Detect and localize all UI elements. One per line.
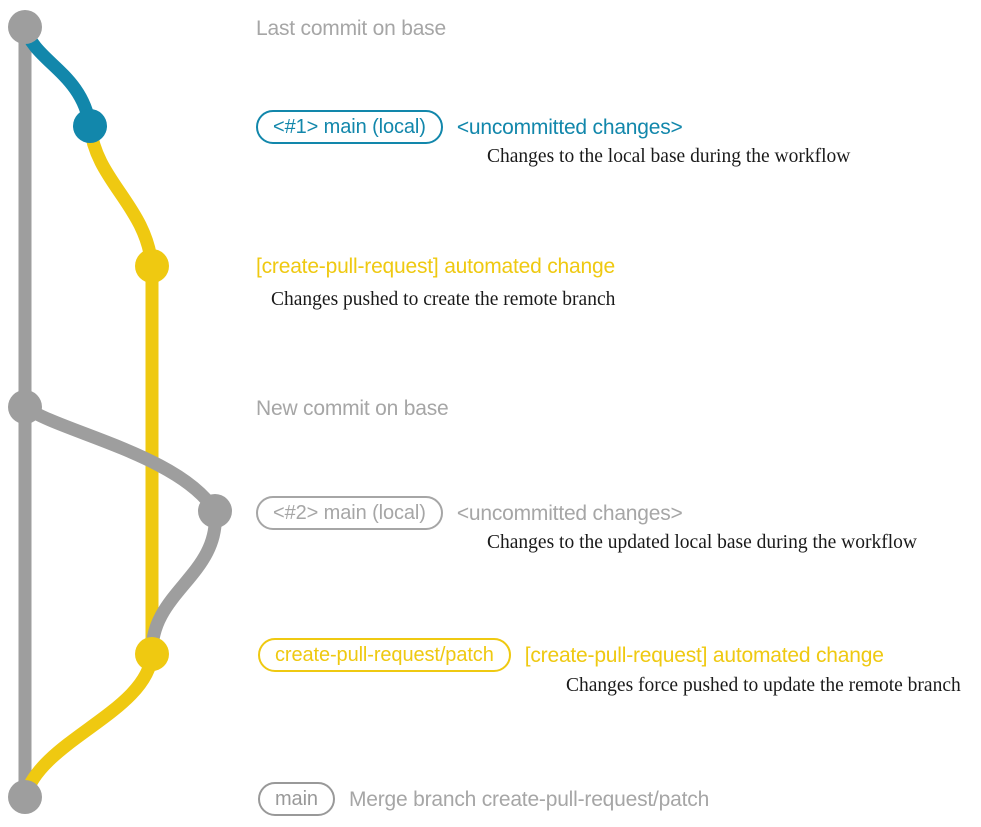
- edge-local2-to-remote2: [145, 504, 222, 661]
- commit-subject: [create-pull-request] automated change: [524, 643, 884, 667]
- branch-pill-main[interactable]: main: [258, 782, 335, 816]
- edge-base-to-local1: [18, 20, 97, 133]
- branch-pill-main-local-2[interactable]: <#2> main (local): [256, 496, 443, 530]
- branch-pill-create-pull-request-patch[interactable]: create-pull-request/patch: [258, 638, 511, 672]
- commit-subject: <uncommitted changes>: [456, 501, 683, 525]
- commit-node-remote-1[interactable]: [135, 249, 169, 283]
- commit-description: Changes force pushed to update the remot…: [566, 675, 961, 696]
- commit-node-base-merge[interactable]: [8, 780, 42, 814]
- commit-row-last-commit-on-base: Last commit on base: [256, 14, 446, 42]
- commit-description: Changes pushed to create the remote bran…: [271, 289, 616, 310]
- commit-description: Changes to the local base during the wor…: [487, 146, 851, 167]
- commit-row-new-commit-on-base: New commit on base: [256, 394, 449, 422]
- commit-node-remote-2[interactable]: [135, 637, 169, 671]
- commit-node-local-2[interactable]: [198, 494, 232, 528]
- commit-row-automated-change-1: [create-pull-request] automated change: [256, 252, 615, 280]
- commit-subject: New commit on base: [256, 396, 449, 420]
- edge-remote2-to-merge: [18, 647, 159, 804]
- commit-node-base-new[interactable]: [8, 390, 42, 424]
- commit-description: Changes to the updated local base during…: [487, 532, 917, 553]
- commit-row-local-uncommitted-2: <#2> main (local) <uncommitted changes>: [256, 495, 683, 531]
- commit-node-base-top[interactable]: [8, 10, 42, 44]
- commit-subject: <uncommitted changes>: [456, 115, 683, 139]
- graph-edges: [18, 20, 222, 804]
- commit-row-local-uncommitted-1: <#1> main (local) <uncommitted changes>: [256, 109, 683, 145]
- commit-node-local-1[interactable]: [73, 109, 107, 143]
- commit-row-automated-change-2: create-pull-request/patch [create-pull-r…: [258, 637, 884, 673]
- commit-row-merge-commit: main Merge branch create-pull-request/pa…: [258, 781, 709, 817]
- graph-nodes: [8, 10, 232, 814]
- commit-subject: Last commit on base: [256, 16, 446, 40]
- branch-pill-main-local-1[interactable]: <#1> main (local): [256, 110, 443, 144]
- edge-local1-to-remote1: [83, 119, 159, 273]
- edge-basenew-to-local2: [18, 400, 222, 518]
- commit-subject: [create-pull-request] automated change: [256, 254, 615, 278]
- commit-subject: Merge branch create-pull-request/patch: [348, 787, 710, 811]
